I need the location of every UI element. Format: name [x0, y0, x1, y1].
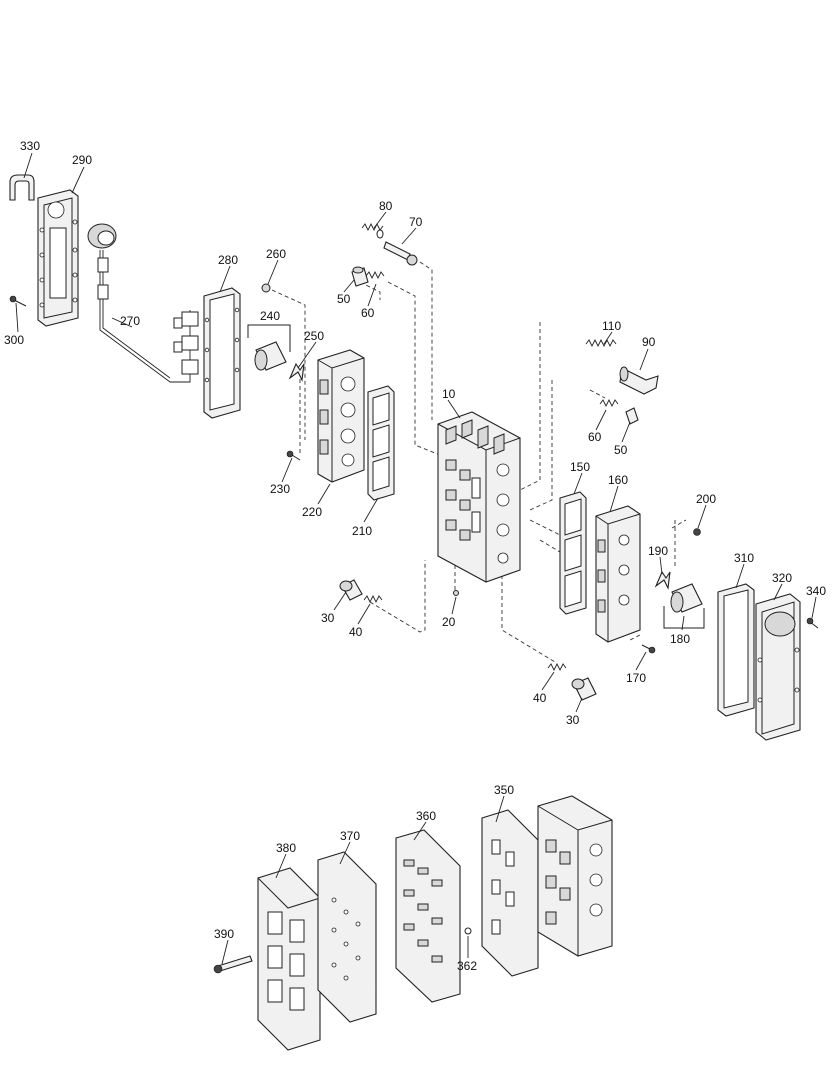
part-390-bolt [213, 955, 253, 974]
callout-310: 310 [734, 551, 754, 565]
part-260-plug [261, 283, 271, 293]
part-230-bolt [286, 450, 301, 461]
part-40-spring-left [363, 594, 383, 604]
part-110-spring [585, 338, 617, 348]
part-240-solenoid [247, 324, 291, 371]
part-300-bolt [9, 295, 27, 307]
part-340-bolt [806, 617, 819, 629]
part-50-plug-lower [625, 407, 639, 425]
callout-220: 220 [302, 505, 322, 519]
callout-labels: 330 290 300 270 280 260 240 250 230 220 … [4, 139, 826, 973]
part-180-solenoid [663, 583, 705, 629]
callout-170: 170 [626, 671, 646, 685]
part-370-separator-plate [317, 851, 377, 1023]
part-30-plug-left [339, 579, 363, 601]
part-60-spring-upper [365, 270, 385, 280]
callout-50-upper: 50 [337, 292, 351, 306]
callout-60-upper: 60 [361, 306, 375, 320]
part-160-valve-body [595, 505, 641, 643]
part-10-main-valve-body [437, 411, 521, 583]
callout-270: 270 [120, 314, 140, 328]
callout-80: 80 [379, 199, 393, 213]
part-40-spring-right [547, 662, 567, 672]
callout-360: 360 [416, 809, 436, 823]
part-350-plate [481, 809, 539, 977]
callout-180: 180 [670, 632, 690, 646]
part-220-valve-body [317, 349, 365, 483]
callout-30-left: 30 [321, 611, 335, 625]
callout-350: 350 [494, 783, 514, 797]
callout-190: 190 [648, 544, 668, 558]
callout-280: 280 [218, 253, 238, 267]
callout-30-right: 30 [566, 713, 580, 727]
callout-90: 90 [642, 335, 656, 349]
part-310-gasket [717, 583, 755, 717]
callout-40-left: 40 [349, 625, 363, 639]
callout-70: 70 [409, 215, 423, 229]
callout-210: 210 [352, 524, 372, 538]
leader-lines [15, 152, 817, 965]
callout-40-right: 40 [533, 691, 547, 705]
callout-10: 10 [442, 387, 456, 401]
part-lower-valve-body [537, 795, 613, 957]
callout-380: 380 [276, 841, 296, 855]
part-170-bolt [641, 644, 656, 654]
callout-60-lower: 60 [588, 430, 602, 444]
part-190-retainer [654, 570, 671, 590]
part-320-cover [755, 593, 801, 741]
part-30-plug-right [571, 677, 597, 701]
callout-160: 160 [608, 473, 628, 487]
part-200-plug [693, 528, 701, 536]
part-50-plug-upper [351, 266, 369, 287]
assembly-guide-lines [271, 261, 687, 663]
part-280-gasket [203, 287, 241, 419]
part-80-spring [361, 222, 384, 239]
callout-290: 290 [72, 153, 92, 167]
callout-260: 260 [266, 247, 286, 261]
callout-362: 362 [457, 959, 477, 973]
part-330-clip [9, 174, 35, 201]
callout-50-lower: 50 [614, 443, 628, 457]
part-70-valve [383, 241, 418, 266]
part-90-valve [619, 366, 659, 395]
part-250-retainer [288, 362, 305, 382]
part-20-ball [453, 590, 459, 596]
callout-340: 340 [806, 584, 826, 598]
part-362-ball [464, 927, 472, 935]
callout-250: 250 [304, 329, 324, 343]
callout-390: 390 [214, 927, 234, 941]
callout-240: 240 [260, 309, 280, 323]
part-150-gasket [559, 491, 587, 615]
callout-110: 110 [602, 319, 621, 333]
callout-370: 370 [340, 829, 360, 843]
callout-320: 320 [772, 571, 792, 585]
callout-200: 200 [696, 492, 716, 506]
callout-20: 20 [442, 615, 456, 629]
part-290-cover-plate [37, 189, 79, 327]
part-60-spring-lower [599, 398, 619, 408]
part-270-wiring-harness [87, 223, 199, 383]
part-360-gasket-plate [395, 829, 461, 1003]
callout-330: 330 [20, 139, 40, 153]
callout-230: 230 [270, 482, 290, 496]
part-210-gasket [367, 385, 395, 501]
callout-150: 150 [570, 460, 590, 474]
callout-300: 300 [4, 333, 24, 347]
part-380-plate [257, 867, 321, 1051]
